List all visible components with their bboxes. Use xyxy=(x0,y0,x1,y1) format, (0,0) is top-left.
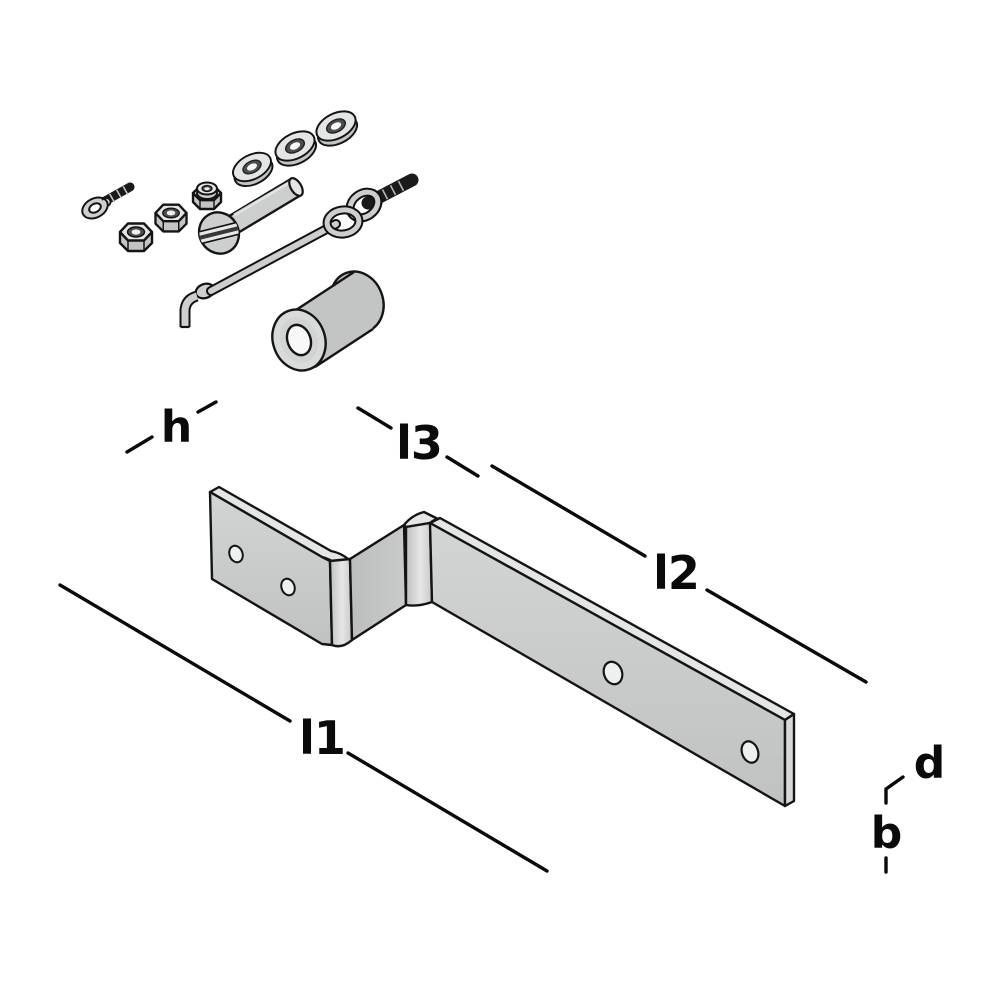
dim-label-l1: l1 xyxy=(299,711,345,765)
chain-links xyxy=(322,187,383,239)
plate-hole-1 xyxy=(228,544,244,564)
washer-3 xyxy=(310,104,363,153)
dim-label-b: b xyxy=(871,808,902,859)
slotted-clevis-pin xyxy=(196,177,304,255)
hex-nut-2 xyxy=(154,203,188,233)
eye-screw xyxy=(81,182,135,220)
lock-nut xyxy=(191,181,223,211)
dim-l3-tick-right xyxy=(445,455,480,478)
washer-2 xyxy=(269,124,322,173)
dim-l3-tick-left xyxy=(356,406,393,430)
bracket-plate-front-face xyxy=(208,490,334,647)
bracket-bend-1 xyxy=(328,557,354,648)
washer-1 xyxy=(227,145,279,193)
bracket-web-face xyxy=(348,523,408,642)
z-shaped-bracket xyxy=(208,485,796,808)
roller-spacer xyxy=(271,270,385,372)
hex-nut-1 xyxy=(118,222,154,253)
dim-h-tick-right xyxy=(196,400,218,414)
dim-h-tick-left xyxy=(125,435,154,454)
dim-d-leader xyxy=(884,775,905,805)
dim-label-l3: l3 xyxy=(396,416,442,470)
stay-rod-with-hook xyxy=(179,219,341,329)
bar-hole-1 xyxy=(602,660,624,686)
dim-l1-line-left xyxy=(58,583,292,723)
bracket-end-face xyxy=(783,712,796,808)
dim-label-l2: l2 xyxy=(653,546,699,600)
bar-hole-2 xyxy=(740,740,760,764)
dim-label-d: d xyxy=(914,738,945,789)
dimension-annotations: h l3 l2 l1 d b xyxy=(58,400,945,874)
dim-label-h: h xyxy=(161,402,191,453)
dim-l1-line-right xyxy=(346,751,549,873)
plate-hole-2 xyxy=(280,577,296,597)
hardware-kit xyxy=(81,104,419,372)
bracket-bend-2 xyxy=(404,521,434,607)
dim-l2-line-left xyxy=(490,464,647,558)
dim-l2-line-right xyxy=(705,588,868,684)
